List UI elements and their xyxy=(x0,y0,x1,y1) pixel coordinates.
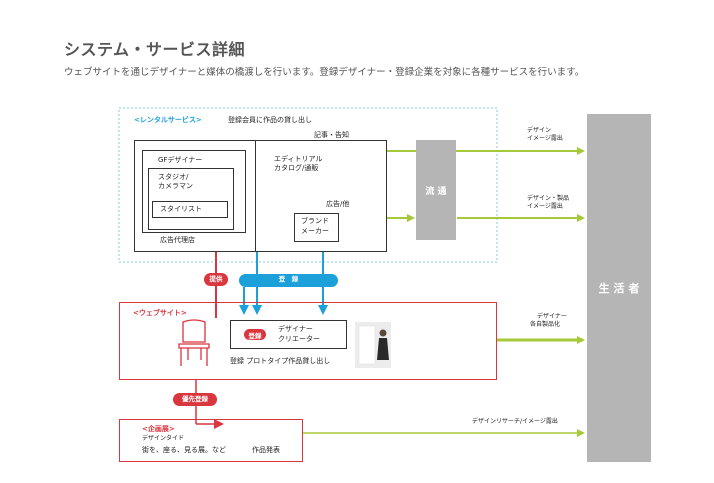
output-3-line1: デザイナー xyxy=(537,313,567,320)
consumer-block: 生 活 者 xyxy=(587,114,651,462)
brand-label-1: ブランド xyxy=(301,217,329,225)
page-subtitle: ウェブサイトを通じデザイナーと媒体の橋渡しを行います。登録デザイナー・登録企業を… xyxy=(64,67,585,78)
register-pill xyxy=(239,274,338,287)
website-box xyxy=(119,302,497,380)
website-caption: 登録 プロトタイプ作品貸し出し xyxy=(230,357,331,365)
creator-label: クリエーター xyxy=(278,335,320,343)
rental-service-label: <レンタルサービス> xyxy=(134,116,202,124)
registered-badge: 登録 xyxy=(244,329,266,340)
designer-label: デザイナー xyxy=(278,325,313,333)
priority-register-pill xyxy=(173,393,217,406)
editorial-label-1: エディトリアル xyxy=(274,155,323,163)
output-2-line1: デザイン・製品 xyxy=(527,195,570,202)
register-pill-label: 登 録 xyxy=(278,275,299,283)
ad-agency-label: 広告代理店 xyxy=(160,236,195,244)
studio-label: スタジオ/ xyxy=(158,173,189,181)
gf-designer-label: GFデザイナー xyxy=(158,156,203,164)
brand-box xyxy=(294,213,339,242)
designer-photo xyxy=(355,322,391,368)
kiji-label: 記事・告知 xyxy=(314,131,349,139)
priority-register-pill-label: 優先登録 xyxy=(182,395,208,403)
exhibition-box xyxy=(119,419,303,462)
brand-label-2: メーカー xyxy=(301,227,329,235)
exhibition-release: 作品発表 xyxy=(252,446,280,454)
rental-service-desc: 登録会員に作品の貸し出し xyxy=(228,116,312,124)
output-3-line2: 各自製品化 xyxy=(530,321,561,328)
exhibition-desc: 街を、座る、見る展。など xyxy=(142,446,226,454)
provide-pill-label: 提供 xyxy=(209,275,223,283)
output-1-line1: デザイン xyxy=(527,127,552,134)
rental-service-frame xyxy=(118,107,498,263)
website-label: <ウェブサイト> xyxy=(133,309,187,317)
exhibition-sub: デザインタイド xyxy=(142,435,185,442)
page-title: システム・サービス詳細 xyxy=(64,40,246,59)
distribution-block: 流 通 xyxy=(416,140,456,240)
consumer-label: 生 活 者 xyxy=(598,282,640,295)
cameraman-label: カメラマン xyxy=(158,182,193,190)
chair-icon xyxy=(178,319,210,366)
studio-box xyxy=(148,168,234,230)
editorial-label-2: カタログ/通販 xyxy=(274,164,319,172)
output-4-label: デザインリサーチ/イメージ露出 xyxy=(472,418,558,425)
output-1-line2: イメージ露出 xyxy=(527,135,563,142)
output-2-line2: イメージ露出 xyxy=(527,203,563,210)
stylist-box xyxy=(152,201,228,218)
stylist-label: スタイリスト xyxy=(160,205,202,213)
provide-pill xyxy=(204,273,228,286)
distribution-label: 流 通 xyxy=(425,186,447,197)
exhibition-label: <企画展> xyxy=(142,425,175,433)
kokoku-label: 広告/他 xyxy=(326,200,350,208)
